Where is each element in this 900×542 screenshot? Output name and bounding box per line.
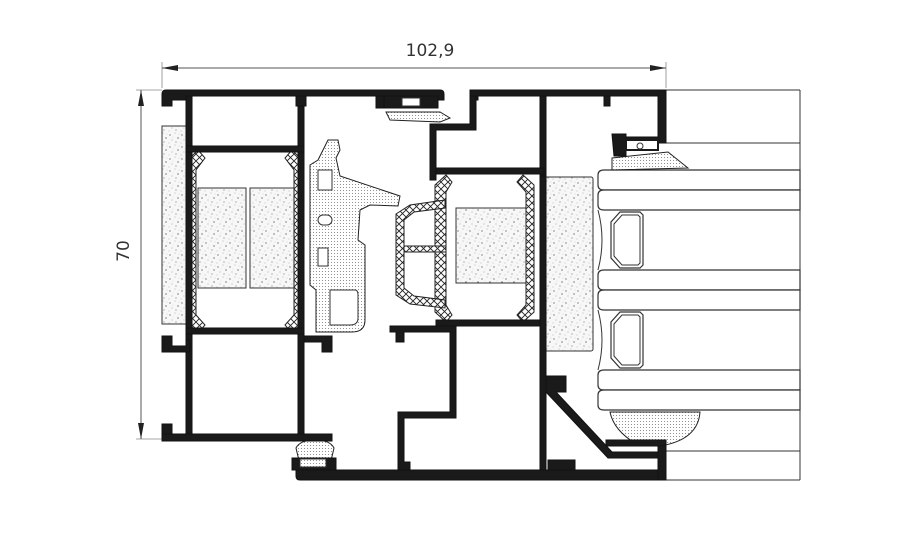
insulation-left bbox=[161, 125, 191, 325]
insulation-glazing-edge bbox=[544, 176, 594, 352]
glazing-unit bbox=[597, 89, 801, 481]
spacer-top bbox=[610, 211, 644, 269]
dimension-height-label: 70 bbox=[114, 240, 134, 262]
spacer-bottom bbox=[610, 311, 644, 369]
glass-pane-1 bbox=[597, 169, 801, 191]
top-gasket bbox=[385, 111, 452, 123]
arrow-down-icon bbox=[138, 423, 144, 439]
glass-pane-3 bbox=[597, 269, 801, 291]
glazing-gasket-top bbox=[611, 151, 690, 171]
dimension-width-label: 102,9 bbox=[406, 41, 455, 61]
arrow-up-icon bbox=[138, 90, 144, 106]
glass-pane-5 bbox=[597, 369, 801, 391]
insulation-sash bbox=[455, 207, 529, 284]
dimension-height: 70 bbox=[114, 89, 162, 440]
arrow-right-icon bbox=[650, 65, 666, 71]
glass-pane-4 bbox=[597, 289, 801, 311]
insulation-frame-a bbox=[197, 187, 247, 289]
dimension-width: 102,9 bbox=[161, 41, 667, 88]
glass-pane-6 bbox=[597, 389, 801, 411]
arrow-left-icon bbox=[162, 65, 178, 71]
glass-pane-2 bbox=[597, 189, 801, 211]
aluminium-profiles bbox=[161, 89, 667, 481]
insulation-frame-b bbox=[249, 187, 299, 289]
